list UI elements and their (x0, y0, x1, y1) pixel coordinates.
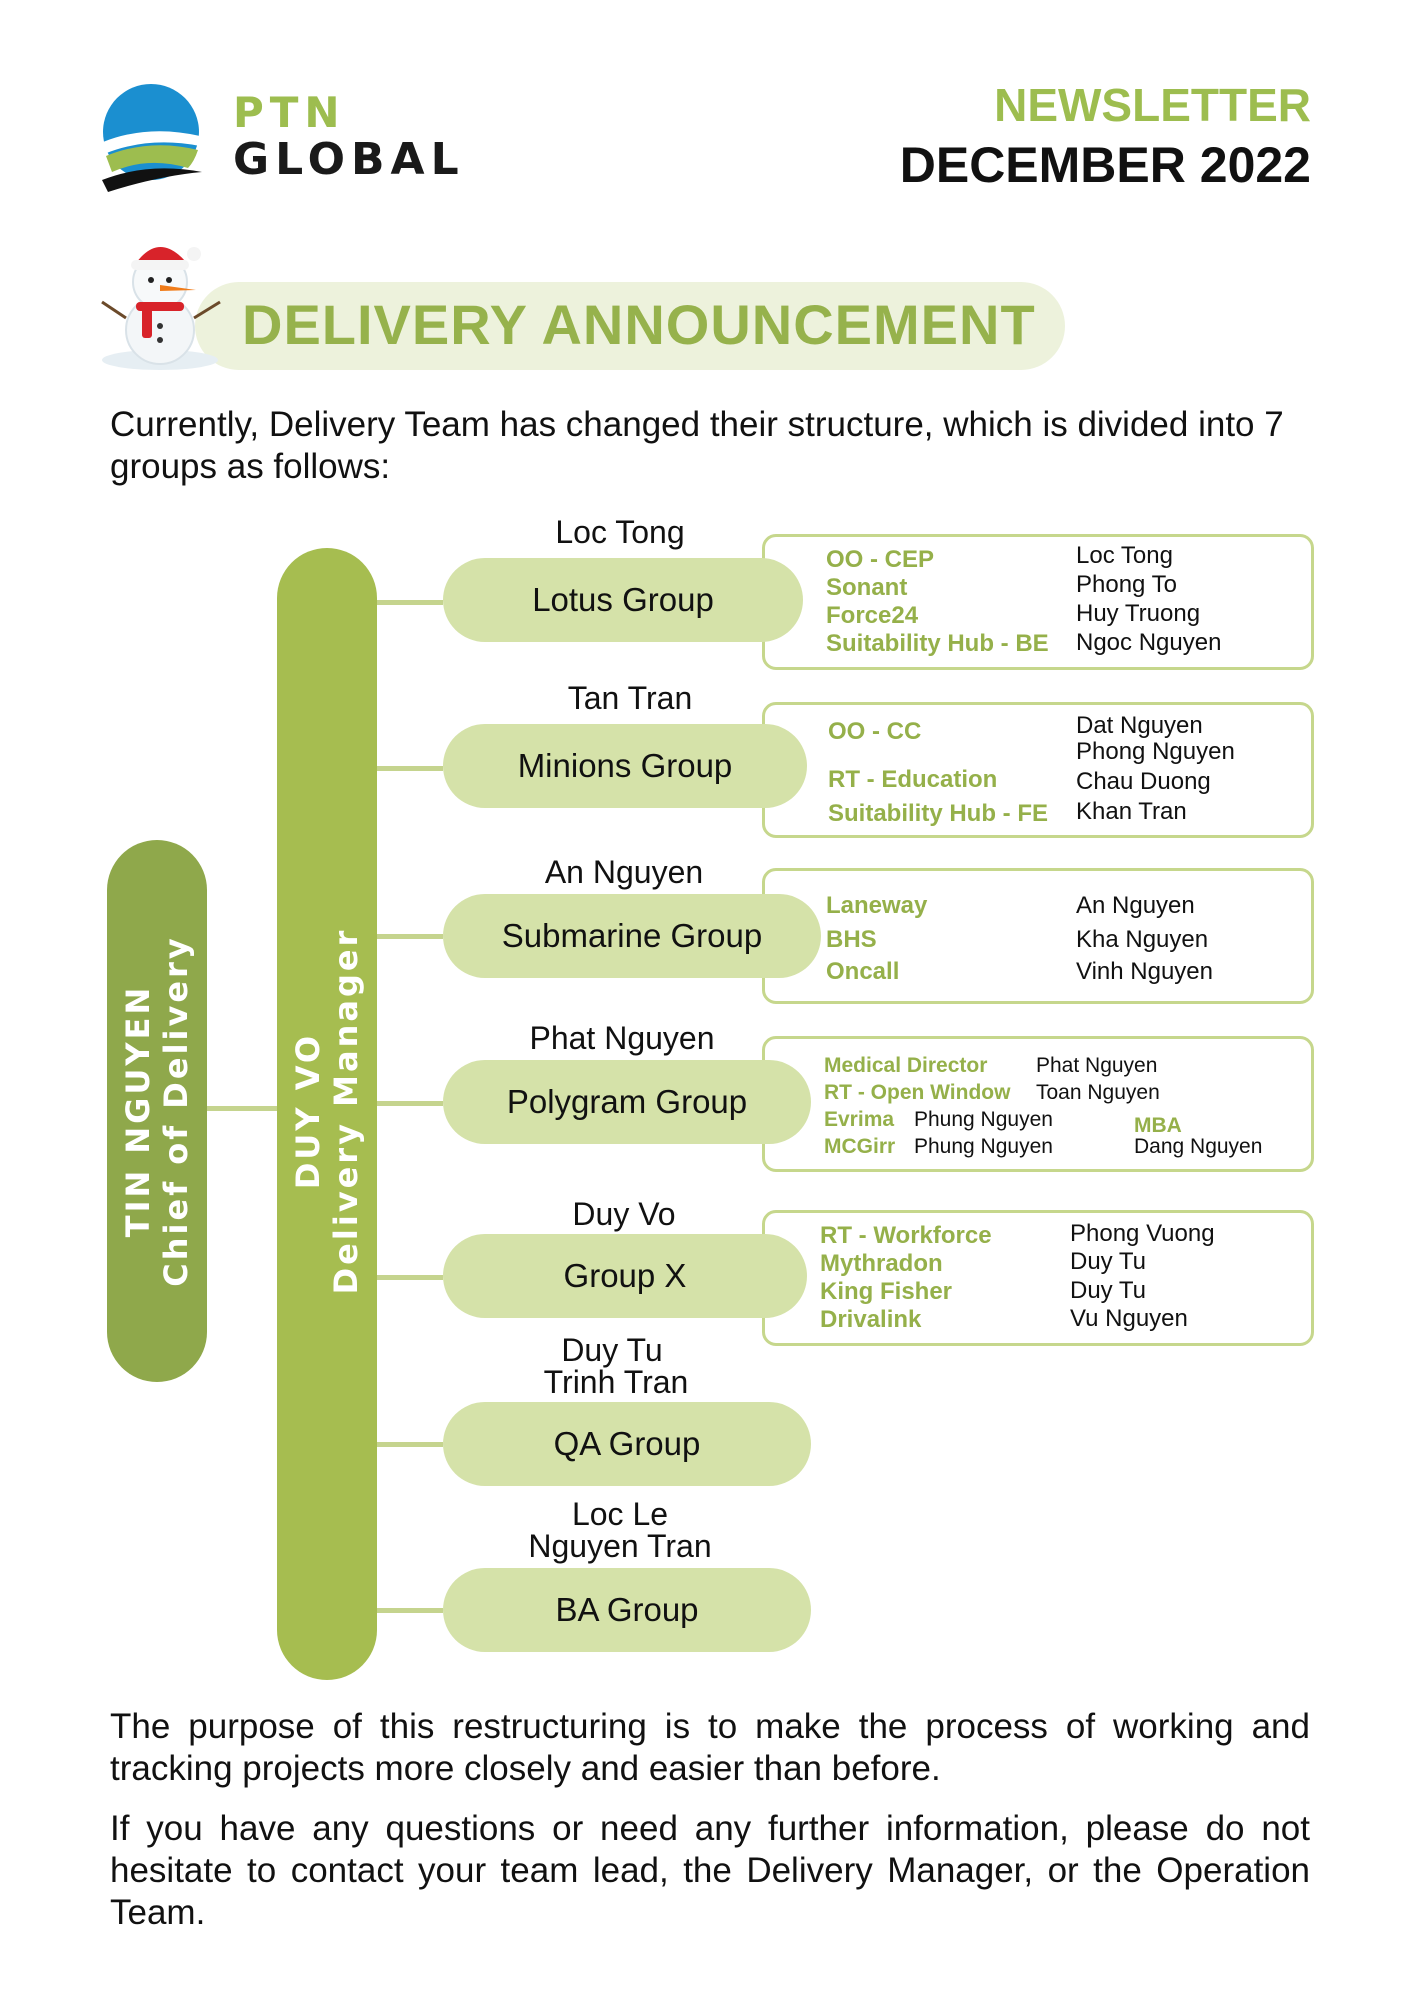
project-item: Laneway (826, 892, 928, 919)
group-pill-minions: Minions Group (443, 724, 807, 808)
member-item: Khan Tran (1076, 798, 1187, 825)
group-connector (377, 934, 443, 939)
group-pill-qa: QA Group (443, 1402, 811, 1486)
member-item: Duy Tu (1070, 1248, 1147, 1275)
project-item: Mythradon (820, 1250, 943, 1277)
project-item: King Fisher (820, 1278, 953, 1305)
member-item: Phung Nguyen (914, 1108, 1053, 1131)
project-item: Drivalink (820, 1306, 922, 1333)
member-item: Dang Nguyen (1134, 1135, 1263, 1158)
member-item: Kha Nguyen (1076, 926, 1209, 953)
newsletter-date: DECEMBER 2022 (899, 137, 1311, 193)
project-item: Sonant (826, 574, 908, 601)
member-item: Phong To (1076, 571, 1177, 598)
member-item: Phat Nguyen (1036, 1054, 1158, 1077)
member-item: Phung Nguyen (914, 1135, 1053, 1158)
manager-label: DUY VO Delivery Manager (289, 841, 365, 1381)
project-item: Oncall (826, 958, 900, 985)
brand-line-1: PTN (233, 88, 346, 137)
group-pill-submarine: Submarine Group (443, 894, 821, 978)
group-pill-ba: BA Group (443, 1568, 811, 1652)
project-item: OO - CEP (826, 546, 935, 573)
closing-paragraph-2: If you have any questions or need any fu… (110, 1809, 1310, 1932)
group-detail-box (762, 868, 1314, 1004)
closing-paragraph-1: The purpose of this restructuring is to … (110, 1707, 1310, 1788)
group-connector (377, 1442, 443, 1447)
chief-name: TIN NGUYEN (119, 984, 157, 1238)
group-connector (377, 600, 443, 605)
globe-logo-icon (102, 84, 202, 192)
project-item: RT - Education (828, 766, 998, 793)
group-lead: An Nguyen (544, 854, 704, 890)
member-item: Toan Nguyen (1036, 1081, 1160, 1104)
brand-line-2: GLOBAL (233, 134, 465, 185)
project-item: Evrima (824, 1108, 895, 1131)
group-detail-box (762, 702, 1314, 838)
group-lead: Loc Tong (555, 514, 685, 550)
group-connector (377, 1101, 443, 1106)
group-detail-box (762, 534, 1314, 670)
group-detail-box (762, 1210, 1314, 1346)
manager-bar (277, 548, 377, 1680)
project-item: RT - Open Window (824, 1081, 1011, 1104)
member-item: Loc Tong (1076, 542, 1173, 569)
group-lead: Duy Tu (561, 1332, 663, 1368)
group-connector (377, 1608, 443, 1613)
group-pill-x: Group X (443, 1234, 807, 1318)
group-connector (377, 1275, 443, 1280)
group-lead: Tan Tran (567, 680, 693, 716)
group-lead: Loc Le (571, 1496, 669, 1532)
section-banner (195, 282, 1065, 370)
group-lead: Nguyen Tran (528, 1528, 712, 1564)
project-item: Suitability Hub - FE (828, 800, 1048, 827)
group-lead: Duy Vo (572, 1196, 676, 1232)
project-item: OO - CC (828, 718, 922, 745)
group-pill-polygram: Polygram Group (443, 1060, 811, 1144)
member-item: Chau Duong (1076, 768, 1211, 795)
member-item: Vu Nguyen (1070, 1305, 1188, 1332)
section-title: DELIVERY ANNOUNCEMENT (242, 293, 1036, 356)
chief-bar (107, 840, 207, 1382)
project-item: Suitability Hub - BE (826, 630, 1049, 657)
group-connector (377, 766, 443, 771)
project-item: MBA (1134, 1114, 1182, 1137)
group-lead: Trinh Tran (543, 1364, 689, 1400)
group-detail-box (762, 1036, 1314, 1172)
member-item: Phong Nguyen (1076, 738, 1235, 765)
project-item: Medical Director (824, 1054, 988, 1077)
group-pill-lotus: Lotus Group (443, 558, 803, 642)
intro-paragraph: Currently, Delivery Team has changed the… (110, 405, 1284, 486)
snowman-icon (101, 246, 221, 370)
project-item: MCGirr (824, 1135, 896, 1158)
chief-role: Chief of Delivery (157, 935, 195, 1287)
connector-chief-manager (207, 1106, 277, 1111)
member-item: Vinh Nguyen (1076, 958, 1213, 985)
chief-label: TIN NGUYEN Chief of Delivery (119, 841, 195, 1381)
member-item: Ngoc Nguyen (1076, 629, 1222, 656)
manager-role: Delivery Manager (327, 927, 365, 1295)
group-lead: Phat Nguyen (529, 1020, 715, 1056)
member-item: An Nguyen (1076, 892, 1195, 919)
member-item: Duy Tu (1070, 1277, 1147, 1304)
member-item: Phong Vuong (1070, 1220, 1215, 1247)
newsletter-label: NEWSLETTER (994, 79, 1311, 131)
member-item: Huy Truong (1076, 600, 1201, 627)
project-item: Force24 (826, 602, 919, 629)
member-item: Dat Nguyen (1076, 712, 1203, 739)
manager-name: DUY VO (289, 1032, 327, 1190)
project-item: RT - Workforce (820, 1222, 992, 1249)
project-item: BHS (826, 926, 877, 953)
